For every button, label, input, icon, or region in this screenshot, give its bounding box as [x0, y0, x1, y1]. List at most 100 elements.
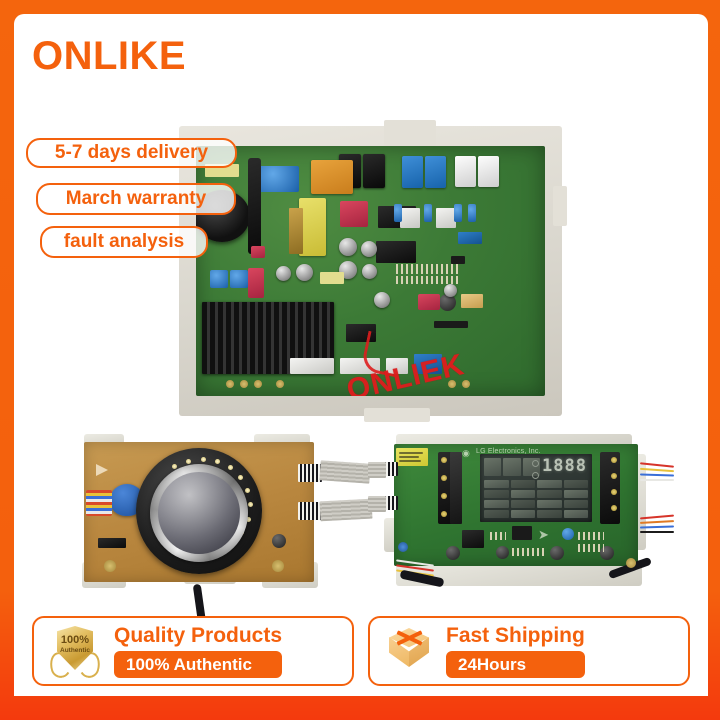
status-cell — [563, 480, 588, 488]
ribbon-cable-top — [319, 460, 371, 484]
capacitor-1 — [339, 238, 357, 256]
status-cell — [484, 510, 509, 518]
right-cap-blue — [562, 528, 574, 540]
lock-icon — [532, 472, 539, 479]
switch-black-left — [98, 538, 126, 548]
status-cell — [563, 510, 588, 518]
lcd-display-panel: 1888 — [480, 454, 592, 522]
status-cell — [563, 490, 588, 498]
capacitor-4 — [362, 264, 377, 279]
right-ribbon-1 — [368, 462, 386, 478]
dial-led-4 — [215, 459, 220, 464]
image-canvas: ONLIKE — [14, 14, 708, 696]
right-display-board-photo: LG Electronics, Inc. ◉ — [368, 434, 676, 599]
wire-red — [639, 462, 675, 468]
status-cell — [537, 500, 562, 508]
dial-led-6 — [238, 475, 243, 480]
test-pad-5 — [448, 380, 456, 388]
button-left-4 — [441, 511, 447, 517]
relay-orange-large — [311, 160, 353, 194]
connector-blue-right — [458, 232, 482, 244]
connector-bottom-blue — [414, 354, 442, 374]
smd-block-1 — [451, 256, 465, 264]
left-control-board-photo — [76, 434, 376, 634]
main-pcb-photo: ONLIEK — [179, 120, 567, 422]
right-ribbon-header-2 — [382, 496, 398, 510]
status-cell — [484, 480, 509, 488]
right-ribbon-header-1 — [382, 462, 398, 476]
right-wire-harness-top — [639, 462, 676, 484]
button-caps-left — [450, 452, 462, 524]
right-pin-header-1 — [512, 548, 546, 556]
status-cell — [510, 500, 535, 508]
dial-led-3 — [201, 457, 206, 462]
right-pin-header-2 — [578, 532, 604, 540]
connector-white-1 — [400, 208, 420, 228]
smd-block-2 — [434, 321, 468, 328]
wire-red — [639, 514, 675, 520]
wire-orange — [639, 520, 675, 524]
right-pin-header-4 — [490, 532, 506, 540]
relay-black-2 — [363, 154, 385, 188]
test-pad-1 — [226, 380, 234, 388]
status-cell — [510, 490, 535, 498]
connector-bottom-2 — [340, 358, 380, 374]
test-pad-6 — [462, 380, 470, 388]
lg-logo-silk: ◉ — [462, 448, 471, 458]
connector-red-left — [248, 268, 264, 298]
indicator-cell — [503, 458, 521, 476]
button-left-2 — [441, 475, 447, 481]
sticker-line-3 — [399, 460, 421, 462]
test-pad-3 — [254, 380, 262, 388]
connector-bottom-1 — [290, 358, 334, 374]
right-ribbon-2 — [368, 496, 386, 512]
button-left-1 — [441, 457, 447, 463]
dial-led-1 — [172, 464, 177, 469]
trust-pill-authentic: 100% Authentic — [114, 650, 283, 678]
relay-blue-1 — [402, 156, 423, 188]
left-circuit-board — [84, 442, 314, 582]
right-mount-screw — [626, 558, 636, 568]
main-circuit-board: ONLIEK — [196, 146, 545, 396]
right-pin-header-3 — [578, 544, 604, 552]
ic-chip-bottom — [346, 324, 376, 342]
trust-title-quality: Quality Products — [114, 623, 283, 647]
trust-banner: 100% Authentic Quality Products 100% Aut… — [14, 610, 708, 696]
wire-black — [640, 531, 674, 533]
connector-white-2 — [436, 208, 456, 228]
status-cell — [484, 500, 509, 508]
clock-icon — [532, 460, 539, 467]
capacitor-5 — [276, 266, 291, 281]
wire-white — [640, 479, 674, 481]
relay-white-2 — [478, 156, 499, 187]
ribbon-header-bottom — [298, 502, 322, 520]
capacitor-6 — [296, 264, 313, 281]
sticker-line-1 — [399, 452, 423, 454]
right-circuit-board: LG Electronics, Inc. ◉ — [394, 444, 638, 566]
capacitor-8 — [444, 284, 457, 297]
status-cell — [510, 510, 535, 518]
promo-badge-delivery: 5-7 days delivery — [26, 138, 237, 168]
board-label-mid — [320, 272, 344, 284]
brand-logo: ONLIKE — [32, 34, 187, 78]
status-led-grid — [484, 480, 588, 518]
trust-text-quality: Quality Products 100% Authentic — [114, 623, 283, 678]
tray-tab-right — [553, 186, 567, 226]
promo-badge-fault-analysis: fault analysis — [40, 226, 208, 258]
connector-red-right — [418, 294, 440, 310]
button-right-2 — [611, 473, 617, 479]
display-digits: 1888 — [542, 456, 587, 476]
wire-yellow — [639, 467, 675, 473]
capacitor-2 — [361, 241, 377, 257]
button-right-3 — [611, 489, 617, 495]
pin-header-right-2 — [396, 276, 458, 284]
wire-blue — [639, 473, 675, 477]
trust-text-shipping: Fast Shipping 24Hours — [446, 625, 585, 678]
status-cell — [537, 490, 562, 498]
cap-blue-r3 — [454, 204, 462, 222]
dial-led-8 — [248, 502, 253, 507]
trust-title-shipping: Fast Shipping — [446, 623, 585, 647]
dial-led-2 — [186, 459, 191, 464]
silk-arrow-right: ➤ — [538, 527, 549, 542]
connector-red-small — [251, 246, 265, 258]
